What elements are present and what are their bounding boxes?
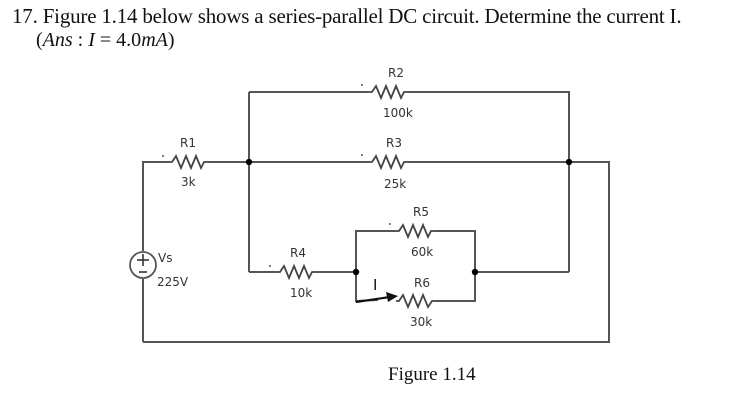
junction-node-r56-left	[352, 268, 360, 276]
answer-text: (Ans : I = 4.0mA)	[36, 28, 175, 52]
polarity-dot	[269, 265, 271, 267]
resistor-name-label: R1	[180, 136, 196, 150]
resistor-value-label: 3k	[181, 175, 196, 189]
wire-r5-left	[355, 230, 395, 272]
resistor-r1: R1 3k	[162, 136, 208, 189]
answer-sep: :	[72, 29, 89, 51]
junction-node-left	[245, 158, 253, 166]
resistor-value-label: 60k	[411, 245, 433, 259]
junction-node-r56-right	[471, 268, 479, 276]
wire-bottom	[143, 161, 610, 343]
current-arrow-shaft	[355, 295, 391, 304]
resistor-value-label: 25k	[384, 177, 406, 191]
wire-r5-right	[435, 230, 476, 272]
current-label: I	[373, 276, 377, 294]
answer-variable: I	[88, 29, 95, 51]
resistor-value-label: 100k	[383, 106, 413, 120]
answer-close-paren: )	[167, 29, 175, 51]
resistor-name-label: R5	[413, 205, 429, 219]
polarity-dot	[361, 84, 363, 86]
wire-r6-right	[436, 272, 476, 302]
answer-label: Ans	[42, 29, 73, 51]
resistor-zigzag-icon	[368, 153, 408, 171]
resistor-value-label: 10k	[290, 286, 312, 300]
junction-node-right	[565, 158, 573, 166]
current-arrow-head-icon	[386, 292, 398, 302]
resistor-zigzag-icon	[396, 292, 436, 310]
resistor-zigzag-icon	[276, 263, 316, 281]
resistor-zigzag-icon	[395, 222, 435, 240]
answer-open-paren: (	[36, 29, 43, 51]
current-indicator: I	[355, 276, 398, 304]
resistor-value-label: 30k	[410, 315, 432, 329]
wire-left	[142, 161, 168, 251]
resistor-name-label: R3	[386, 136, 402, 150]
resistor-zigzag-icon	[168, 153, 208, 171]
answer-unit: mA	[141, 29, 168, 51]
wire-r2-right	[408, 91, 570, 272]
polarity-dot	[361, 154, 363, 156]
polarity-dot	[162, 155, 164, 157]
resistor-r5: R5 60k	[389, 205, 435, 259]
wires	[142, 91, 610, 343]
polarity-dot	[389, 223, 391, 225]
resistor-zigzag-icon	[368, 83, 408, 101]
resistor-r6: R6 30k	[396, 276, 436, 329]
source-name-label: Vs	[158, 251, 172, 265]
figure-caption: Figure 1.14	[388, 364, 476, 385]
resistor-name-label: R6	[414, 276, 430, 290]
resistor-r4: R4 10k	[269, 246, 316, 300]
voltage-source: Vs 225V	[129, 251, 189, 289]
answer-value: = 4.0	[94, 29, 142, 51]
resistor-r2: R2 100k	[361, 66, 413, 120]
resistor-name-label: R2	[388, 66, 404, 80]
source-value-label: 225V	[157, 275, 189, 289]
resistor-name-label: R4	[290, 246, 306, 260]
resistor-r3: R3 25k	[361, 136, 408, 191]
question-text: 17. Figure 1.14 below shows a series-par…	[12, 4, 682, 28]
